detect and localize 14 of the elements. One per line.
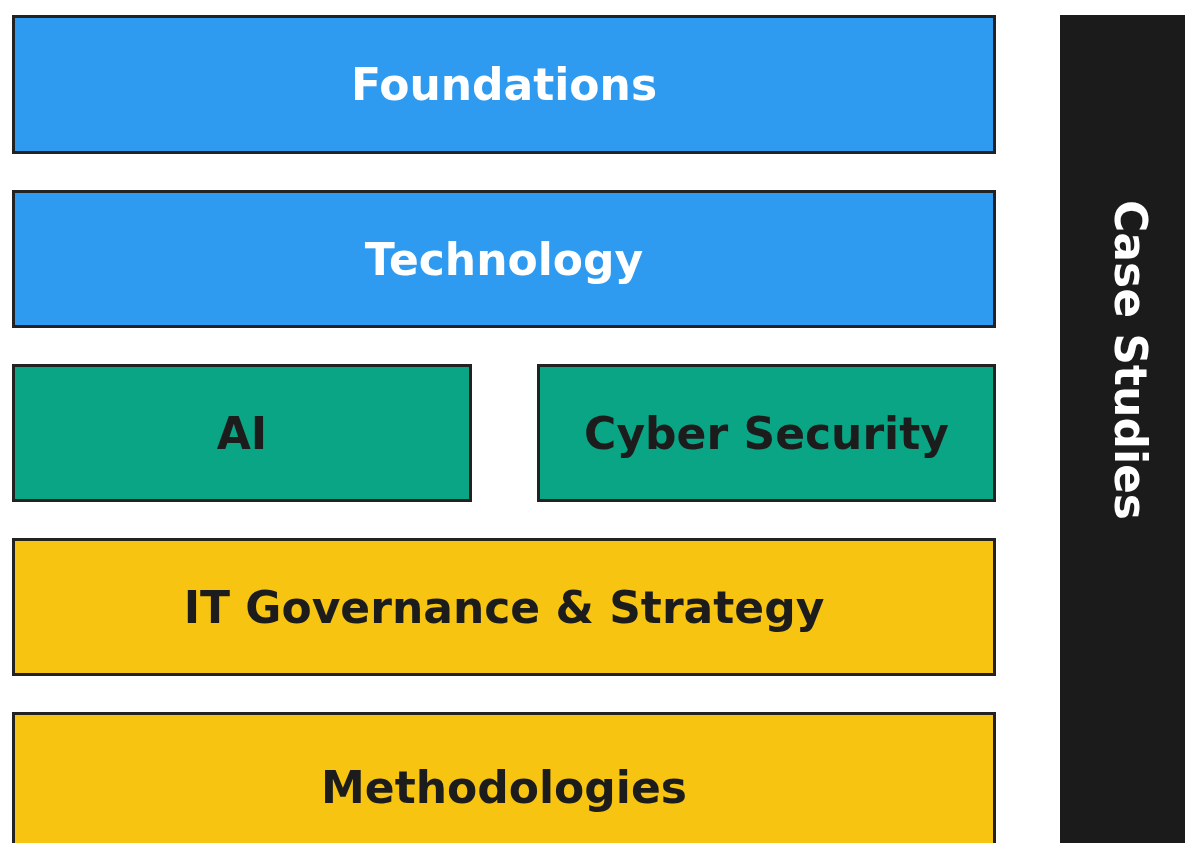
layer-title: IT Governance & Strategy — [183, 581, 825, 633]
layer-title: Technology — [364, 233, 644, 285]
layer-bar — [537, 364, 996, 502]
layer-bar — [12, 538, 996, 676]
layer-title: Methodologies — [321, 761, 687, 813]
layer-bar — [12, 190, 996, 328]
layer-title: AI — [216, 407, 268, 459]
layer-bar — [12, 712, 996, 843]
layer-title: Cyber Security — [584, 407, 949, 459]
layer-title: Case Studies — [1104, 200, 1156, 520]
layer-bar — [12, 15, 996, 154]
side-panel — [1060, 15, 1185, 843]
layer-title: Foundations — [350, 59, 658, 110]
layer-bar — [12, 364, 472, 502]
